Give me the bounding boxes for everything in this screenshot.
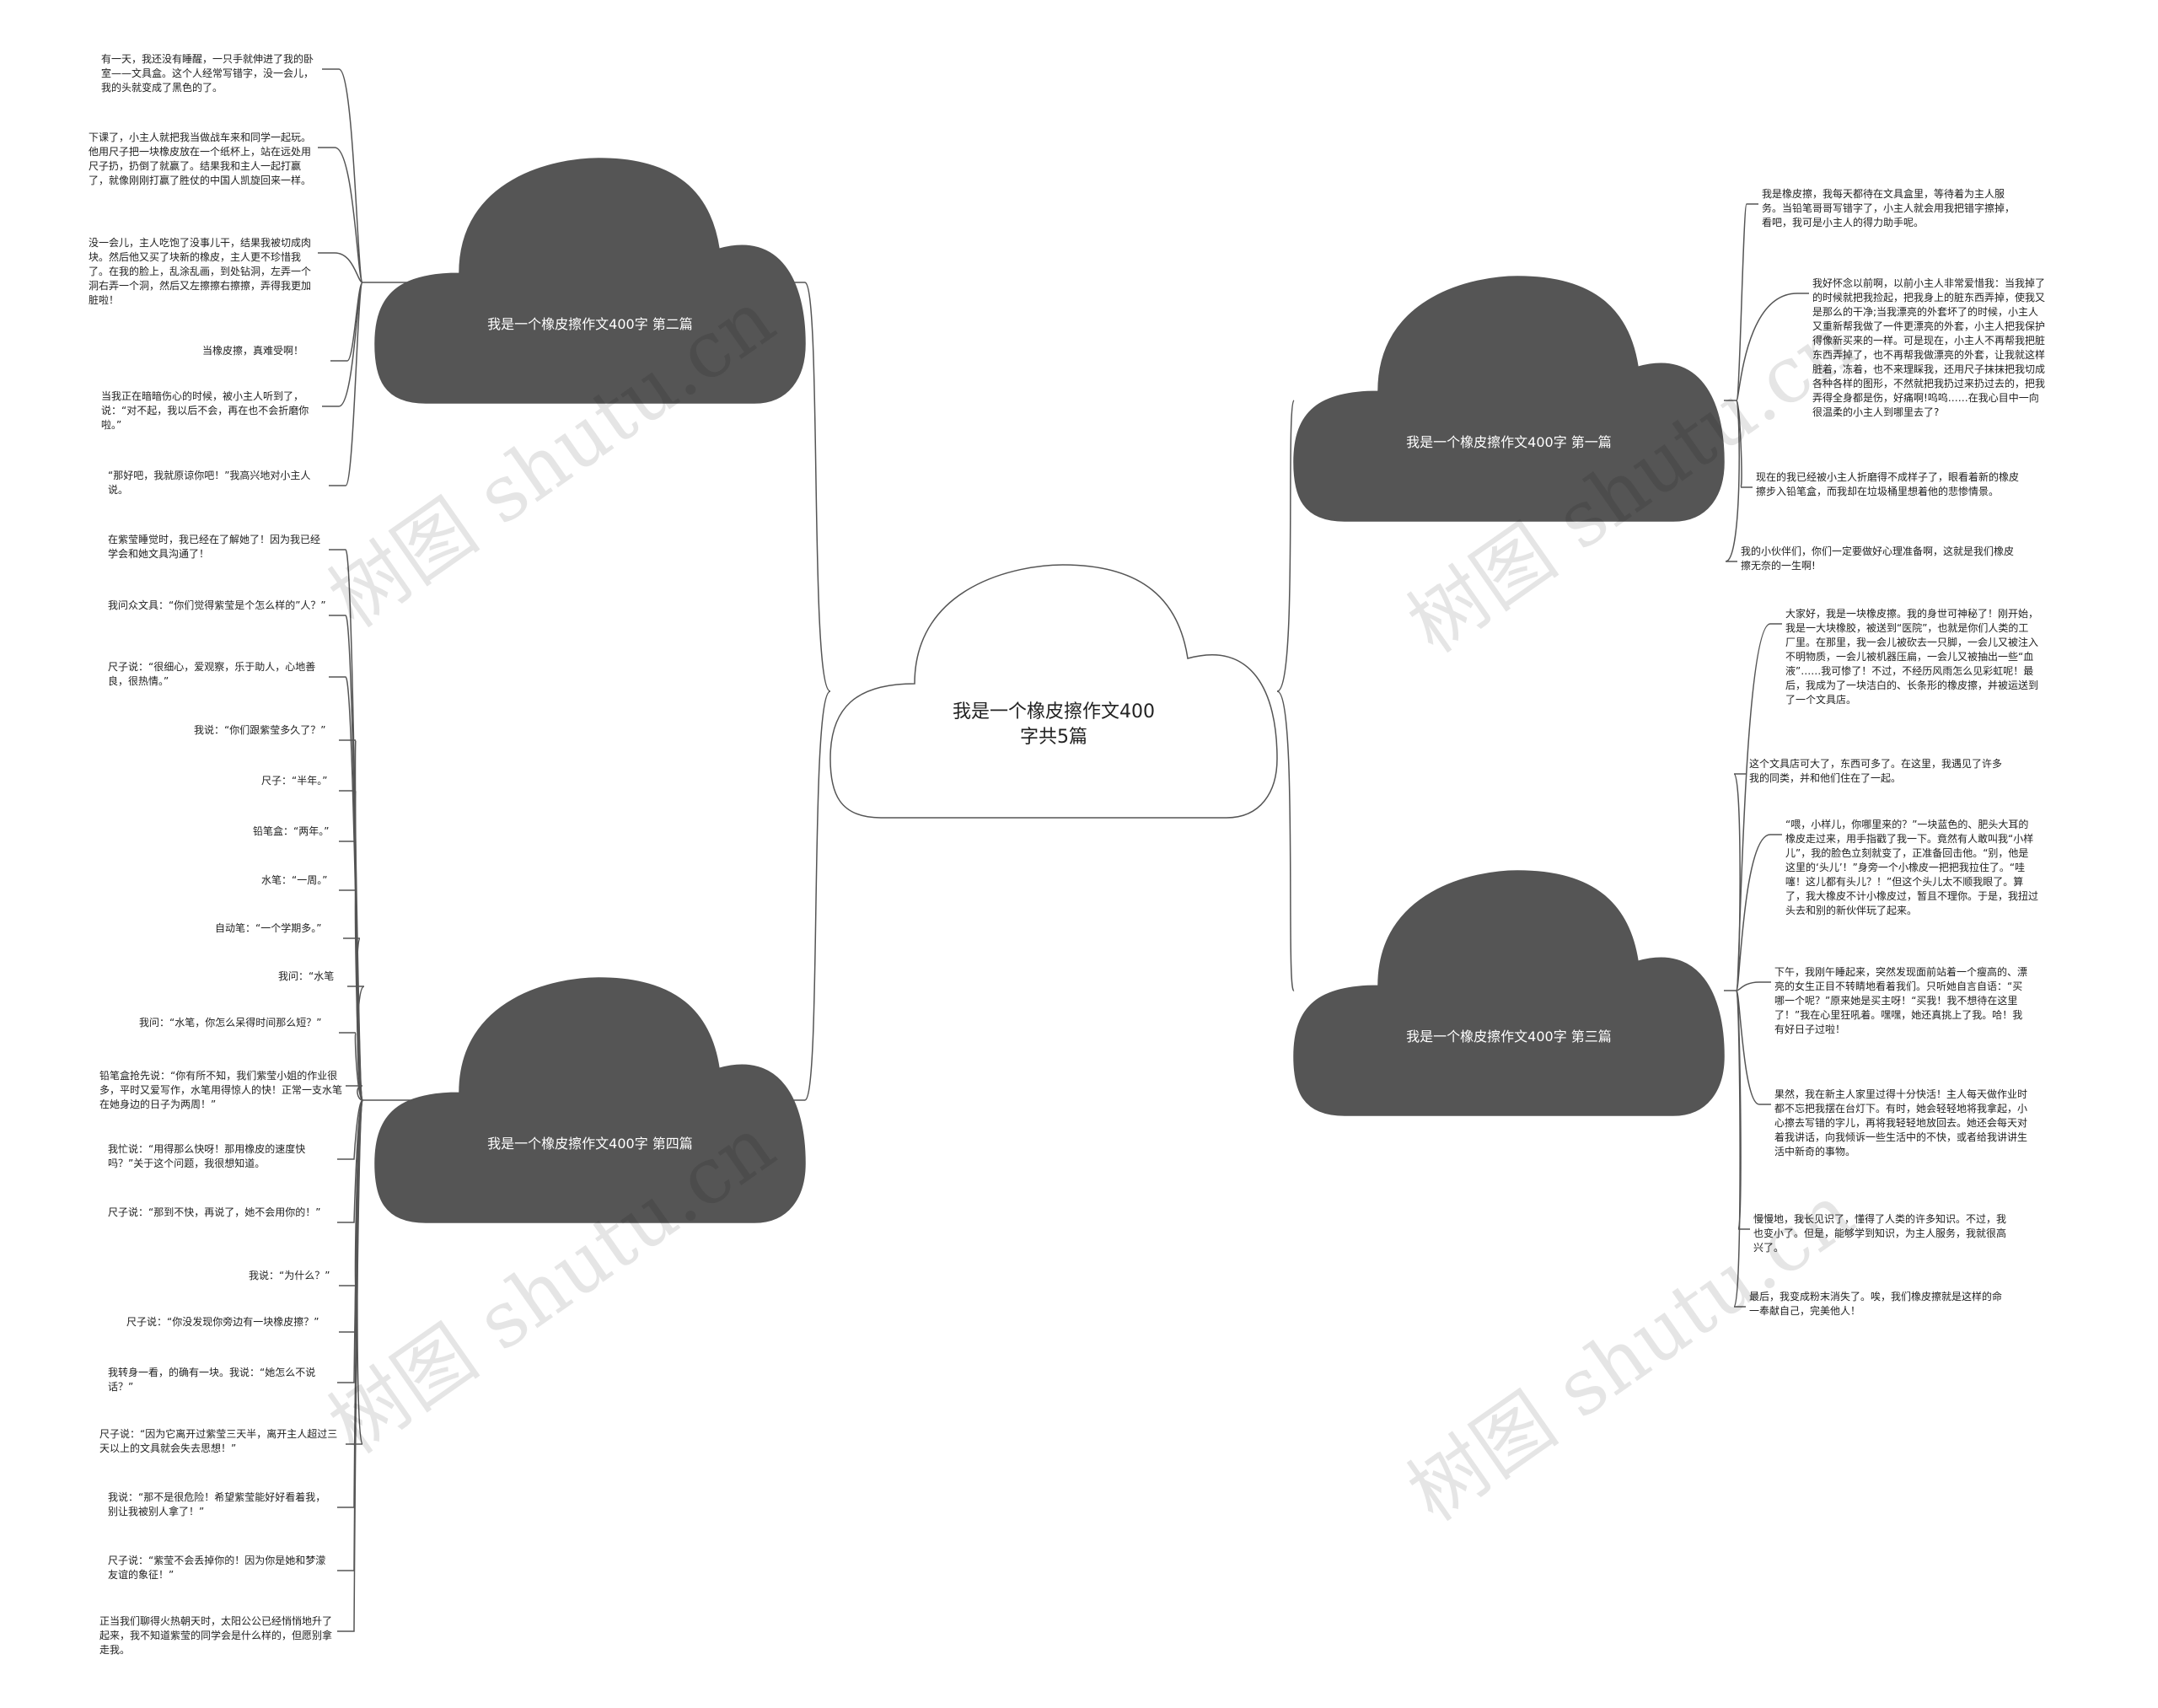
branch-label-b4[interactable]: 我是一个橡皮擦作文400字 第四篇 <box>487 1136 693 1152</box>
left-leaf-8[interactable]: 我问众文具：“你们觉得紫莹是个怎么样的”人？” <box>108 599 326 611</box>
link-right-leaf-9 <box>1736 990 1771 1105</box>
left-leaf-22[interactable]: 我转身一看，的确有一块。我说：“她怎么不说话？” <box>108 1367 316 1393</box>
link-right-leaf-4 <box>1725 400 1740 562</box>
left-leaf-4[interactable]: 当橡皮擦，真难受啊！ <box>202 345 304 357</box>
branch-node-b1 <box>1293 276 1725 522</box>
center-node <box>829 564 1278 819</box>
link-left-leaf-25 <box>337 1099 363 1571</box>
left-leaf-26[interactable]: 正当我们聊得火热朝天时，太阳公公已经悄悄地升了起来，我不知道紫莹的同学会是什么样… <box>99 1615 333 1656</box>
left-leaf-1[interactable]: 有一天，我还没有睡醒，一只手就伸进了我的卧室——文具盒。这个人经常写错字，没一会… <box>101 53 314 94</box>
link-right-leaf-2 <box>1736 293 1809 401</box>
left-leaf-3[interactable]: 没一会儿，主人吃饱了没事儿干，结果我被切成肉块。然后他又买了块新的橡皮，主人更不… <box>89 237 312 306</box>
link-right-leaf-1 <box>1736 203 1758 401</box>
connector-lines <box>318 68 1809 1632</box>
link-left-leaf-15 <box>347 986 365 1101</box>
link-left-leaf-22 <box>337 1099 363 1383</box>
right-leaf-10[interactable]: 慢慢地，我长见识了，懂得了人类的许多知识。不过，我也变小了。但是，能够学到知识，… <box>1753 1213 2007 1254</box>
right-leaf-7[interactable]: “喂，小样儿，你哪里来的？”一块蓝色的、肥头大耳的橡皮走过来，用手指戳了我一下。… <box>1785 819 2039 916</box>
link-left-leaf-17 <box>346 1085 363 1101</box>
left-leaf-20[interactable]: 我说：“为什么？” <box>249 1270 330 1281</box>
right-leaf-8[interactable]: 下午，我刚午睡起来，突然发现面前站着一个瘦高的、漂亮的女生正目不转睛地看着我们。… <box>1774 966 2028 1035</box>
right-leaf-1[interactable]: 我是橡皮擦，我每天都待在文具盒里，等待着为主人服务。当铅笔哥哥写错字了，小主人就… <box>1762 188 2016 228</box>
link-right-leaf-8 <box>1736 981 1771 991</box>
link-center-b3 <box>1276 690 1295 991</box>
left-leaf-6[interactable]: “那好吧，我就原谅你吧！”我高兴地对小主人说。 <box>108 470 311 496</box>
left-leaf-15[interactable]: 我问：“水笔 <box>278 970 335 982</box>
left-leaf-2[interactable]: 下课了，小主人就把我当做战车来和同学一起玩。他用尺子把一块橡皮放在一个纸杯上，站… <box>89 132 312 186</box>
left-leaf-18[interactable]: 我忙说：“用得那么快呀！那用橡皮的速度快吗？”关于这个问题，我很想知道。 <box>108 1143 306 1169</box>
link-left-leaf-16 <box>339 1032 363 1101</box>
link-left-leaf-3 <box>318 252 363 283</box>
cloud-nodes <box>374 158 1725 1223</box>
branch-label-b3[interactable]: 我是一个橡皮擦作文400字 第三篇 <box>1406 1029 1612 1045</box>
left-leaf-23[interactable]: 尺子说：“因为它离开过紫莹三天半，离开主人超过三天以上的文具就会失去思想！” <box>99 1428 338 1454</box>
left-leaf-14[interactable]: 自动笔：“一个学期多。” <box>215 922 322 934</box>
link-left-leaf-1 <box>322 68 363 283</box>
left-leaf-21[interactable]: 尺子说：“你没发现你旁边有一块橡皮擦？” <box>126 1316 319 1328</box>
link-right-leaf-5 <box>1736 623 1782 991</box>
link-right-leaf-7 <box>1736 834 1782 991</box>
left-leaf-17[interactable]: 铅笔盒抢先说：“你有所不知，我们紫莹小姐的作业很多，平时又爱写作，水笔用得惊人的… <box>99 1070 343 1110</box>
branch-node-b3 <box>1293 870 1725 1116</box>
branch-node-b4 <box>374 977 806 1223</box>
link-right-leaf-11 <box>1733 990 1746 1308</box>
right-leaf-11[interactable]: 最后，我变成粉末消失了。唉，我们橡皮擦就是这样的命一奉献自己，完美他人！ <box>1749 1291 2003 1317</box>
right-leaf-2[interactable]: 我好怀念以前啊，以前小主人非常爱惜我：当我掉了的时候就把我捡起，把我身上的脏东西… <box>1812 277 2046 418</box>
center-node-title[interactable]: 我是一个橡皮擦作文400字共5篇 <box>953 701 1155 748</box>
left-leaf-25[interactable]: 尺子说：“紫莹不会丢掉你的！因为你是她和梦濛友谊的象征！” <box>108 1555 326 1581</box>
link-left-leaf-18 <box>337 1099 363 1160</box>
branch-label-b1[interactable]: 我是一个橡皮擦作文400字 第一篇 <box>1406 434 1612 451</box>
link-center-b2 <box>804 282 831 692</box>
left-leaf-16[interactable]: 我问：“水笔，你怎么呆得时间那么短？” <box>139 1017 322 1029</box>
right-leaf-9[interactable]: 果然，我在新主人家里过得十分快活！主人每天做作业时都不忘把我摆在台灯下。有时，她… <box>1774 1088 2028 1157</box>
right-leaf-3[interactable]: 现在的我已经被小主人折磨得不成样子了，眼看着新的橡皮擦步入铅笔盒，而我却在垃圾桶… <box>1756 471 2020 497</box>
left-leaf-24[interactable]: 我说：“那不是很危险！希望紫莹能好好看着我，别让我被别人拿了！” <box>108 1491 326 1517</box>
left-leaf-9[interactable]: 尺子说：“很细心，爱观察，乐于助人，心地善良，很热情。” <box>108 661 316 687</box>
link-left-leaf-4 <box>330 282 363 362</box>
right-leaf-6[interactable]: 这个文具店可大了，东西可多了。在这里，我遇见了许多我的同类，并和他们住在了一起。 <box>1749 758 2003 784</box>
link-left-leaf-26 <box>337 1099 363 1632</box>
branch-label-b2[interactable]: 我是一个橡皮擦作文400字 第二篇 <box>487 316 693 333</box>
left-leaf-13[interactable]: 水笔：“一周。” <box>261 874 328 886</box>
link-center-b4 <box>804 690 831 1101</box>
right-leaf-5[interactable]: 大家好，我是一块橡皮擦。我的身世可神秘了！刚开始，我是一大块橡胶，被送到“医院”… <box>1785 608 2039 706</box>
right-leaf-4[interactable]: 我的小伙伴们，你们一定要做好心理准备啊，这就是我们橡皮擦无奈的一生啊! <box>1741 545 2015 572</box>
branch-node-b2 <box>374 158 806 404</box>
link-center-b1 <box>1276 400 1295 692</box>
left-leaf-11[interactable]: 尺子：“半年。” <box>261 775 328 787</box>
left-leaf-12[interactable]: 铅笔盒：“两年。” <box>253 825 330 837</box>
link-left-leaf-6 <box>329 282 363 486</box>
left-leaf-7[interactable]: 在紫莹睡觉时，我已经在了解她了！因为我已经学会和她文具沟通了！ <box>108 534 321 560</box>
link-left-leaf-2 <box>318 147 363 283</box>
left-leaf-5[interactable]: 当我正在暗暗伤心的时候，被小主人听到了，说：“对不起，我以后不会，再在也不会折磨… <box>101 390 309 431</box>
left-leaf-10[interactable]: 我说：“你们跟紫莹多久了？” <box>194 724 326 736</box>
left-leaf-19[interactable]: 尺子说：“那到不快，再说了，她不会用你的！” <box>108 1206 321 1218</box>
